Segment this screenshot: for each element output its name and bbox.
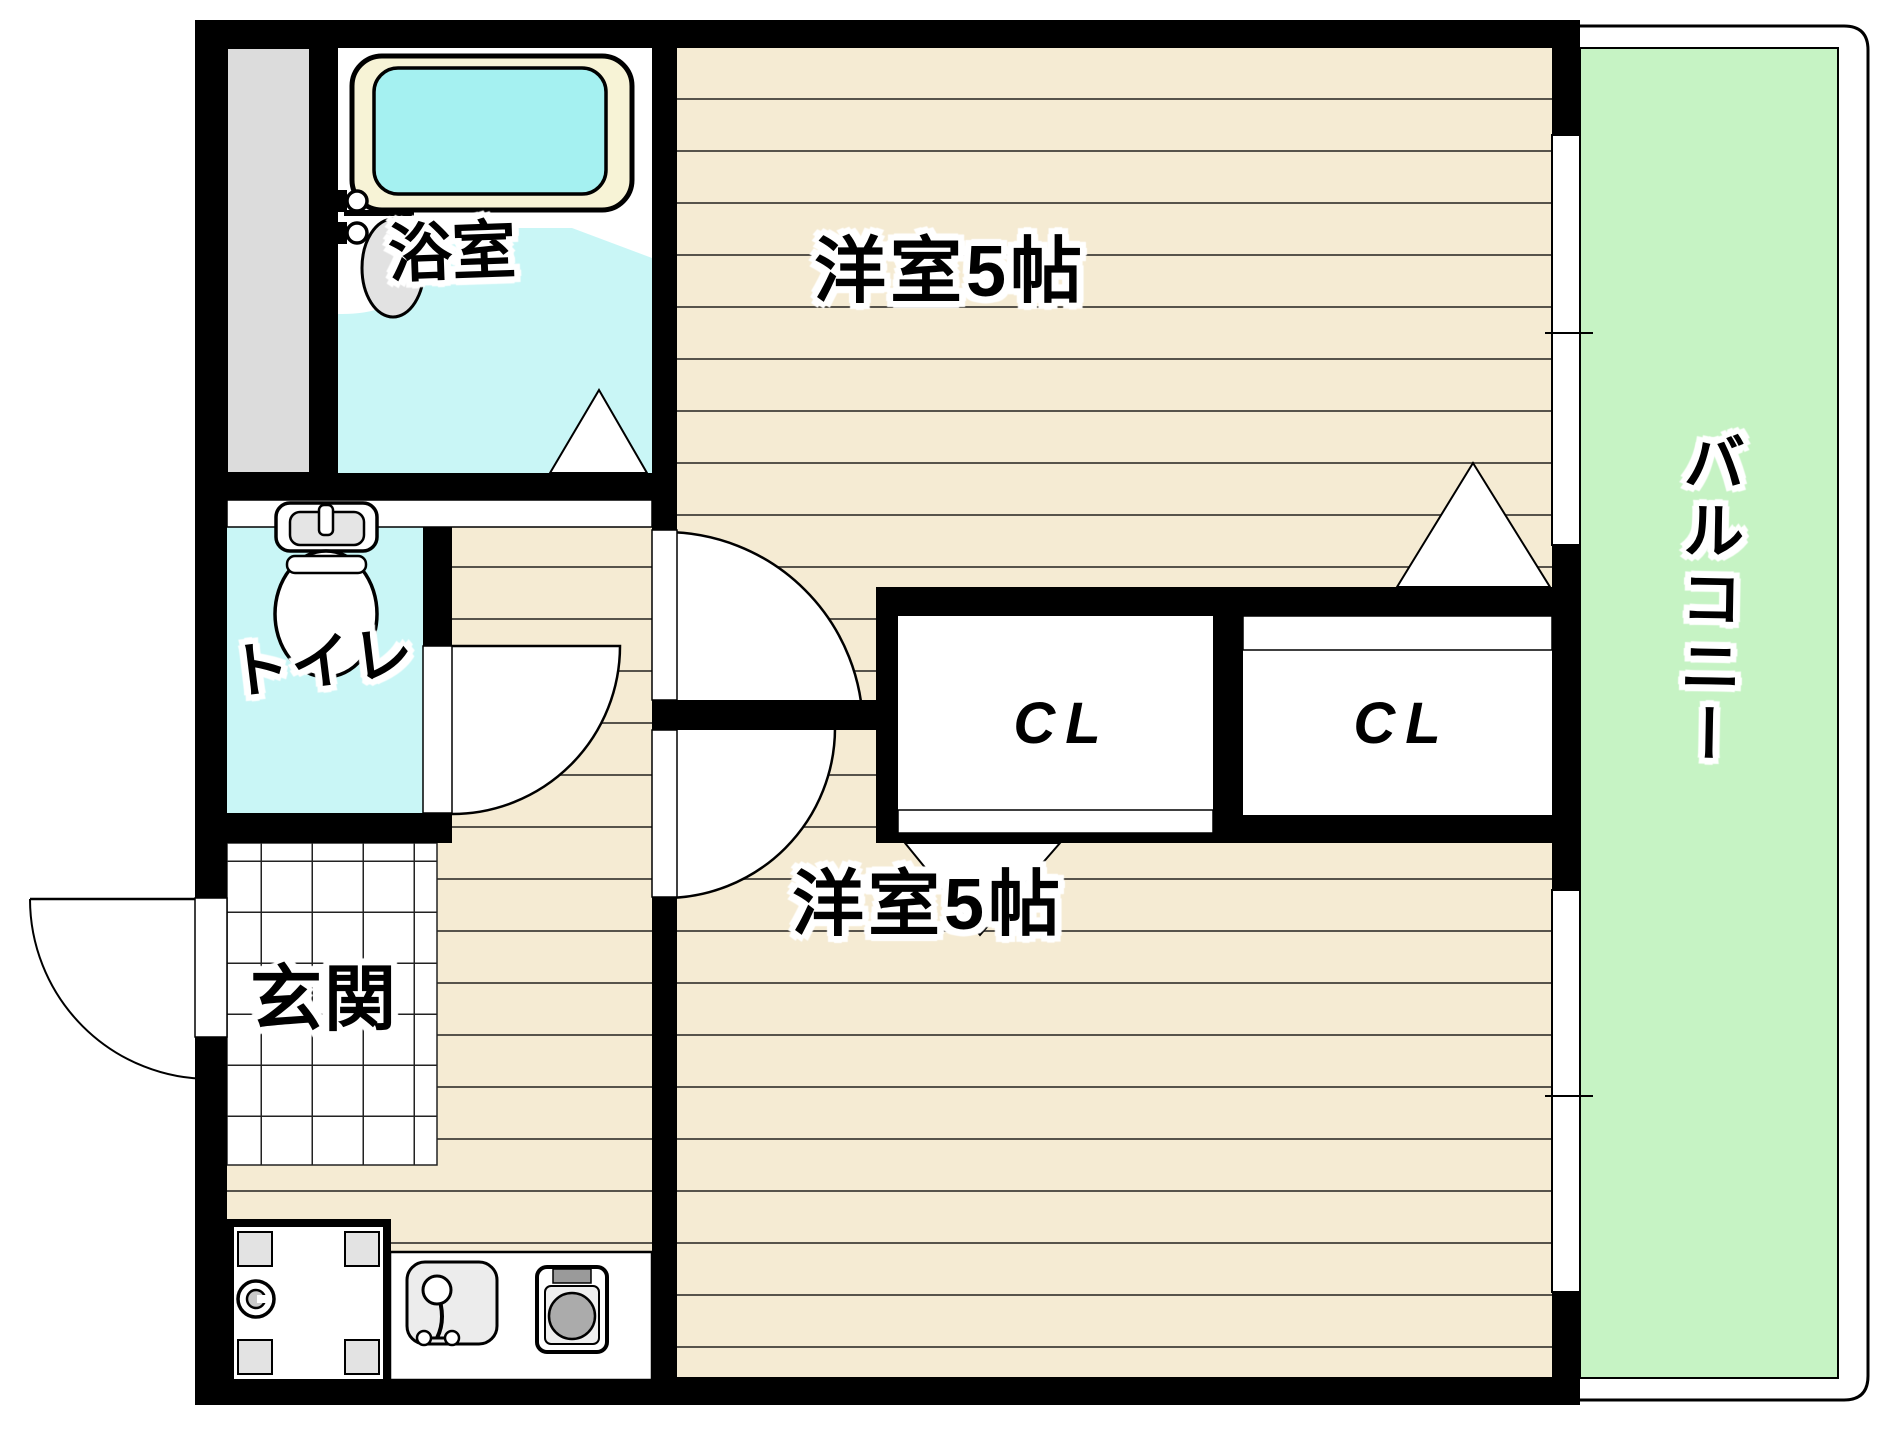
closet-left-interior: [898, 616, 1213, 810]
entrance-label: 玄関: [249, 960, 399, 1040]
wall-central-lower: [652, 897, 677, 1377]
closet-left-triangle: [902, 842, 1063, 937]
closet-right-interior: [1243, 650, 1552, 815]
bottom-room-door-arc: [664, 727, 837, 900]
openings: [194, 134, 1593, 1293]
shower-faucet-icon: [336, 189, 414, 245]
top-room-door-arc: [664, 530, 865, 731]
closet-right-label: CL: [1353, 691, 1451, 756]
wall-top: [195, 20, 1580, 48]
wall-bath-inner: [310, 48, 338, 473]
bathtub-icon: [349, 53, 635, 213]
wall-central-upper: [652, 20, 677, 530]
wall-right-bottom: [1552, 1292, 1580, 1405]
wall-right-top: [1552, 20, 1580, 135]
door-triangles: [548, 388, 1552, 937]
balcony-floor: [1579, 47, 1839, 1379]
toilet-door-swing: [452, 646, 620, 814]
closet-right-door-strip: [1242, 615, 1553, 651]
door-swings: [29, 530, 865, 1080]
wall-left-upper: [195, 20, 227, 898]
closet-left-door-strip: [897, 809, 1214, 834]
washing-machine-pan-icon: [226, 1219, 391, 1387]
closet-left-label: CL: [1013, 691, 1111, 756]
bottom-room-door-swing: [665, 728, 835, 898]
door-leaf-toilet: [422, 645, 453, 814]
wall-closet-right-bottom: [1213, 815, 1552, 843]
wall-bath-bottom: [195, 473, 652, 500]
entrance-tile-floor: [226, 842, 438, 1166]
front-door-gap: [194, 897, 228, 1038]
closets: [897, 615, 1553, 834]
wall-toilet-right: [423, 527, 452, 646]
pipe-duct: [226, 47, 311, 474]
wall-door-hinge-bar: [652, 700, 898, 730]
front-door-arc: [29, 898, 211, 1080]
bath-label: 浴室: [386, 213, 518, 291]
door-leaf-bottom-room: [651, 729, 678, 898]
bath-door-triangle: [548, 388, 649, 474]
wall-right-middle: [1552, 545, 1580, 890]
room-bottom-label: 洋室5帖: [791, 865, 1065, 945]
gas-stove-icon: [535, 1265, 609, 1354]
closet-right-triangle: [1395, 461, 1552, 588]
wall-closet-left-bottom: [876, 833, 1213, 843]
window-top-room: [1551, 134, 1581, 546]
window-bottom-room: [1551, 889, 1581, 1293]
walls: [195, 20, 1580, 1405]
fixtures: [226, 53, 654, 1387]
balcony-label: バルコニー: [1668, 429, 1743, 771]
balcony-area: [1550, 24, 1870, 1402]
wall-closet-left: [876, 587, 898, 843]
toilet-door-arc: [451, 644, 622, 816]
room-top-label: 洋室5帖: [813, 232, 1087, 312]
washbasin-icon: [360, 217, 426, 319]
wall-closet-divider: [1213, 587, 1243, 843]
wall-bottom: [195, 1377, 1580, 1405]
top-room-door-swing: [665, 532, 863, 730]
wall-left-lower: [195, 1037, 227, 1405]
kitchen-counter: [388, 1250, 654, 1382]
wall-toilet-bottom: [195, 813, 452, 843]
door-leaf-top-room: [651, 529, 678, 701]
toilet-icon: [273, 501, 379, 679]
